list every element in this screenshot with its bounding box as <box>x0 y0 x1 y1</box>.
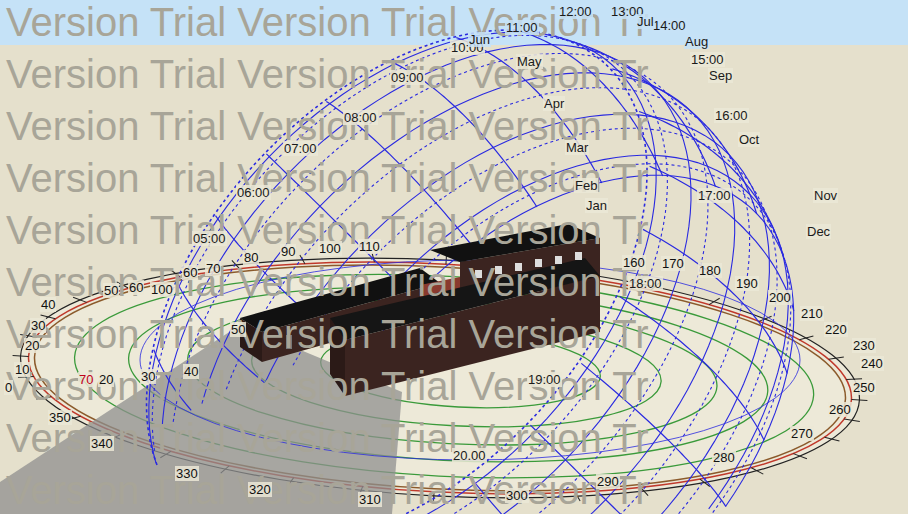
watermark: Version Trial Version Trial Version Tr <box>6 158 649 198</box>
altitude-label: 30 <box>140 369 156 384</box>
azimuth-label: 220 <box>824 322 848 337</box>
watermark: Version Trial Version Trial Version Tr <box>6 314 649 354</box>
month-label: Feb <box>574 178 598 193</box>
azimuth-label: 280 <box>712 450 736 465</box>
window <box>575 252 582 260</box>
watermark: Version Trial Version Trial Version Tr <box>6 470 649 510</box>
azimuth-label: 330 <box>175 466 199 481</box>
azimuth-tick <box>759 316 772 322</box>
azimuth-tick <box>709 298 720 305</box>
azimuth-tick <box>799 335 813 340</box>
azimuth-ticks <box>6 233 874 514</box>
azimuth-label: 60 <box>182 265 198 280</box>
watermark: Version Trial Version Trial Version Tr <box>6 54 649 94</box>
altitude-label: 50 <box>230 322 246 337</box>
hour-label: 14:00 <box>652 18 687 33</box>
month-label: Jun <box>468 32 491 47</box>
altitude-label: 20 <box>98 372 114 387</box>
azimuth-label: 310 <box>358 492 382 507</box>
azimuth-label: 190 <box>735 276 759 291</box>
month-label: May <box>516 54 543 69</box>
azimuth-label: 160 <box>622 255 646 270</box>
sun-path-line <box>650 166 794 310</box>
azimuth-label: 50 <box>103 283 119 298</box>
hour-label: 06:00 <box>236 185 271 200</box>
azimuth-tick <box>793 454 807 459</box>
azimuth-label: 170 <box>661 256 685 271</box>
month-label: Jul <box>636 14 655 29</box>
month-label: Sep <box>708 68 733 83</box>
azimuth-label: 10 <box>14 362 30 377</box>
sky-band <box>0 0 908 45</box>
azimuth-label: 260 <box>828 402 852 417</box>
month-label: Jan <box>585 198 608 213</box>
azimuth-label: 80 <box>243 250 259 265</box>
hour-label: 09:00 <box>390 70 425 85</box>
azimuth-tick <box>824 437 839 441</box>
month-label: Nov <box>813 188 838 203</box>
watermark: Version Trial Version Trial Version Tr <box>6 2 649 42</box>
azimuth-label: 90 <box>280 244 296 259</box>
month-label: Aug <box>684 34 709 49</box>
sun-path-line <box>643 229 787 373</box>
azimuth-tick <box>844 419 860 421</box>
azimuth-label: 100 <box>150 282 174 297</box>
hour-label: 16:00 <box>714 108 749 123</box>
azimuth-label: 210 <box>800 306 824 321</box>
altitude-label: 70 <box>78 372 94 387</box>
month-label: Apr <box>543 96 565 111</box>
hour-label: 12:00 <box>558 4 593 19</box>
azimuth-label: 100 <box>318 241 342 256</box>
azimuth-label: 180 <box>698 263 722 278</box>
azimuth-label: 270 <box>790 426 814 441</box>
azimuth-label: 200 <box>768 290 792 305</box>
hour-label: 11:00 <box>505 20 539 35</box>
hour-label: 17:00 <box>697 188 732 203</box>
month-label: Mar <box>565 140 589 155</box>
hour-label: 08:00 <box>343 110 378 125</box>
azimuth-label: 30 <box>30 318 46 333</box>
azimuth-label: 110 <box>358 239 381 254</box>
sun-path-line <box>518 31 663 176</box>
azimuth-label: 300 <box>505 488 529 503</box>
azimuth-label: 60 <box>128 280 144 295</box>
hour-label: 19:00 <box>527 372 562 387</box>
azimuth-label: 350 <box>48 410 72 425</box>
month-label: Dec <box>806 224 831 239</box>
altitude-label: 40 <box>183 364 199 379</box>
azimuth-label: 340 <box>90 436 114 451</box>
sun-path-line <box>639 112 783 257</box>
azimuth-label: 320 <box>248 482 272 497</box>
hour-label: 20.00 <box>452 448 487 463</box>
azimuth-label: 230 <box>852 338 876 353</box>
hour-label: 15:00 <box>690 52 725 67</box>
azimuth-label: 250 <box>852 380 876 395</box>
hour-label: 07:00 <box>283 141 318 156</box>
ground-disc <box>6 233 874 514</box>
hour-label: 18:00 <box>628 276 663 291</box>
hour-label: 05:00 <box>192 231 227 246</box>
azimuth-label: 0 <box>4 380 13 395</box>
azimuth-tick <box>13 355 29 357</box>
azimuth-label: 70 <box>205 261 221 276</box>
azimuth-label: 290 <box>596 474 620 489</box>
azimuth-label: 240 <box>860 356 884 371</box>
azimuth-label: 20 <box>24 338 40 353</box>
azimuth-tick <box>851 399 867 401</box>
azimuth-tick <box>751 468 764 474</box>
azimuth-label: 40 <box>40 297 56 312</box>
watermark: Version Trial Version Trial Version Tr <box>6 106 649 146</box>
month-label: Oct <box>738 132 760 147</box>
azimuth-tick <box>829 356 844 360</box>
